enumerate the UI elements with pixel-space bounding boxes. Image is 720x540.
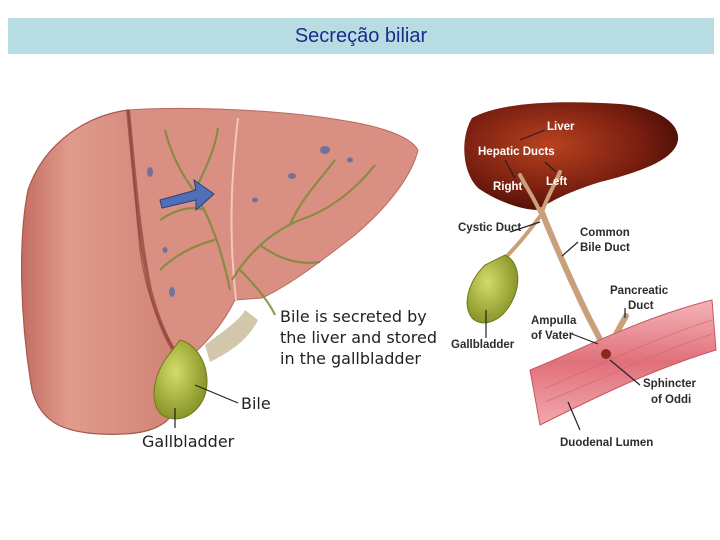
label-gallbladder-right: Gallbladder	[451, 339, 515, 351]
label-duodenal-lumen: Duodenal Lumen	[560, 437, 653, 449]
label-ampulla-1: Ampulla	[531, 315, 577, 327]
label-sphincter-2: of Oddi	[651, 394, 691, 406]
liver-cut-surface	[127, 107, 419, 366]
label-cystic-duct: Cystic Duct	[458, 222, 521, 234]
caption-line-3: in the gallbladder	[280, 349, 421, 368]
label-common-bile-duct-2: Bile Duct	[580, 242, 630, 254]
label-pancreatic-duct-1: Pancreatic	[610, 285, 669, 297]
label-hepatic-ducts: Hepatic Ducts	[478, 146, 555, 158]
right-gallbladder-shape	[466, 254, 519, 324]
label-liver: Liver	[547, 121, 575, 133]
left-liver-illustration: Bile is secreted by the liver and stored…	[21, 107, 437, 451]
caption-line-1: Bile is secreted by	[280, 307, 427, 326]
left-gallbladder-shape	[153, 339, 208, 420]
label-right: Right	[493, 181, 523, 193]
label-gallbladder-left: Gallbladder	[142, 432, 235, 451]
label-left: Left	[546, 176, 567, 188]
label-bile: Bile	[241, 394, 271, 413]
slide-title: Secreção biliar	[294, 24, 428, 47]
right-biliary-illustration: Liver Hepatic Ducts Right Left Cystic Du…	[451, 102, 717, 449]
bile-flow-arrow	[159, 178, 215, 212]
label-ampulla-2: of Vater	[531, 330, 574, 342]
label-pancreatic-duct-2: Duct	[628, 300, 654, 312]
title-bar: Secreção biliar	[8, 18, 714, 54]
right-liver-shape	[464, 102, 679, 210]
label-common-bile-duct-1: Common	[580, 227, 630, 239]
duodenum-shape	[529, 299, 717, 426]
caption-line-2: the liver and stored	[280, 328, 437, 347]
liver-outer-surface	[21, 109, 183, 435]
label-sphincter-1: Sphincter	[643, 378, 697, 390]
